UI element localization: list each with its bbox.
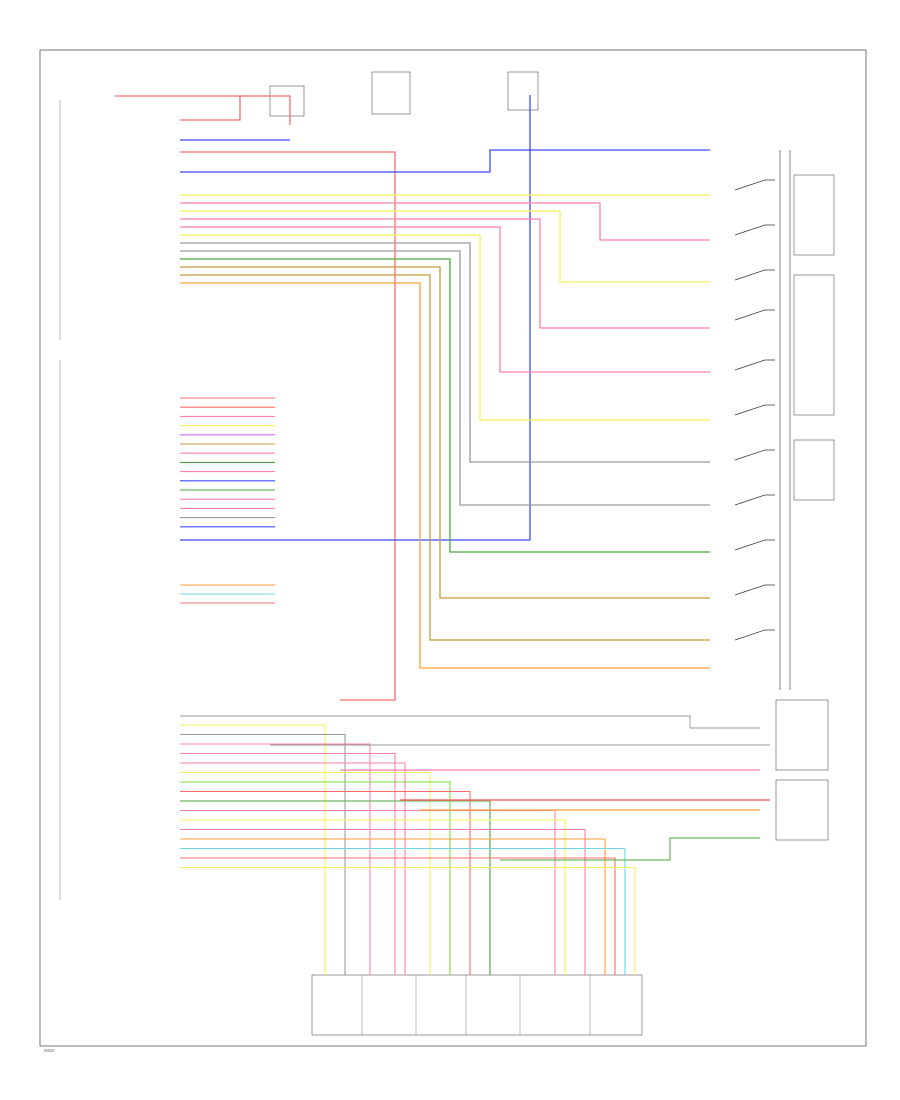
wire-data-bus-2 [180,95,531,541]
wire-lower-11 [180,828,586,975]
wire-upper-4 [180,226,710,373]
wire-lower-3 [180,752,396,975]
wire-upper-8 [180,258,710,553]
switch-contact-6 [734,449,775,461]
wire-lower-9 [180,809,556,975]
wire-upper-3 [180,218,710,329]
wire-lower-14 [180,857,616,975]
switch-contact-8 [734,539,775,551]
wire-lower-4 [180,762,406,975]
wire-right-1 [180,715,760,729]
wire-lower-1 [180,733,346,975]
switch-contact-9 [734,584,775,596]
wire-lower-12 [180,838,606,975]
wire-lower-8 [180,800,491,975]
wire-lower-7 [180,790,471,975]
switch-contact-10 [734,629,775,641]
wire-upper-10 [180,274,710,641]
switch-contact-2 [734,269,775,281]
wire-lower-15 [180,866,636,975]
wire-upper-6 [180,242,710,463]
wire-lower-2 [180,743,371,975]
right-side-components [775,174,835,841]
wire-lower-5 [180,771,431,975]
wire-feed-1 [115,95,241,121]
wire-ignition [180,151,396,701]
switch-contact-7 [734,494,775,506]
corner-note: 0000 [44,1048,55,1053]
wire-lower-13 [180,847,626,975]
wire-upper-2 [180,210,710,283]
wire-upper-9 [180,266,710,599]
switch-symbols [734,150,791,690]
bottom-sensor-connectors [311,974,643,1036]
switch-contact-0 [734,179,775,191]
wire-upper-5 [180,234,710,421]
top-fuse-boxes [269,71,539,117]
switch-contact-3 [734,309,775,321]
diagram-frame [39,49,867,1047]
wire-feed-2 [240,95,291,125]
switch-contact-1 [734,224,775,236]
wire-upper-11 [180,282,710,669]
switch-contact-5 [734,404,775,416]
wire-lower-10 [180,819,566,975]
wire-data-bus [180,149,710,173]
wire-upper-1 [180,202,710,241]
switch-contact-4 [734,359,775,371]
wire-right-6 [500,837,760,861]
wire-lower-6 [180,781,451,975]
wire-lower-0 [180,724,326,975]
wire-upper-7 [180,250,710,506]
wire-layer [115,95,770,975]
